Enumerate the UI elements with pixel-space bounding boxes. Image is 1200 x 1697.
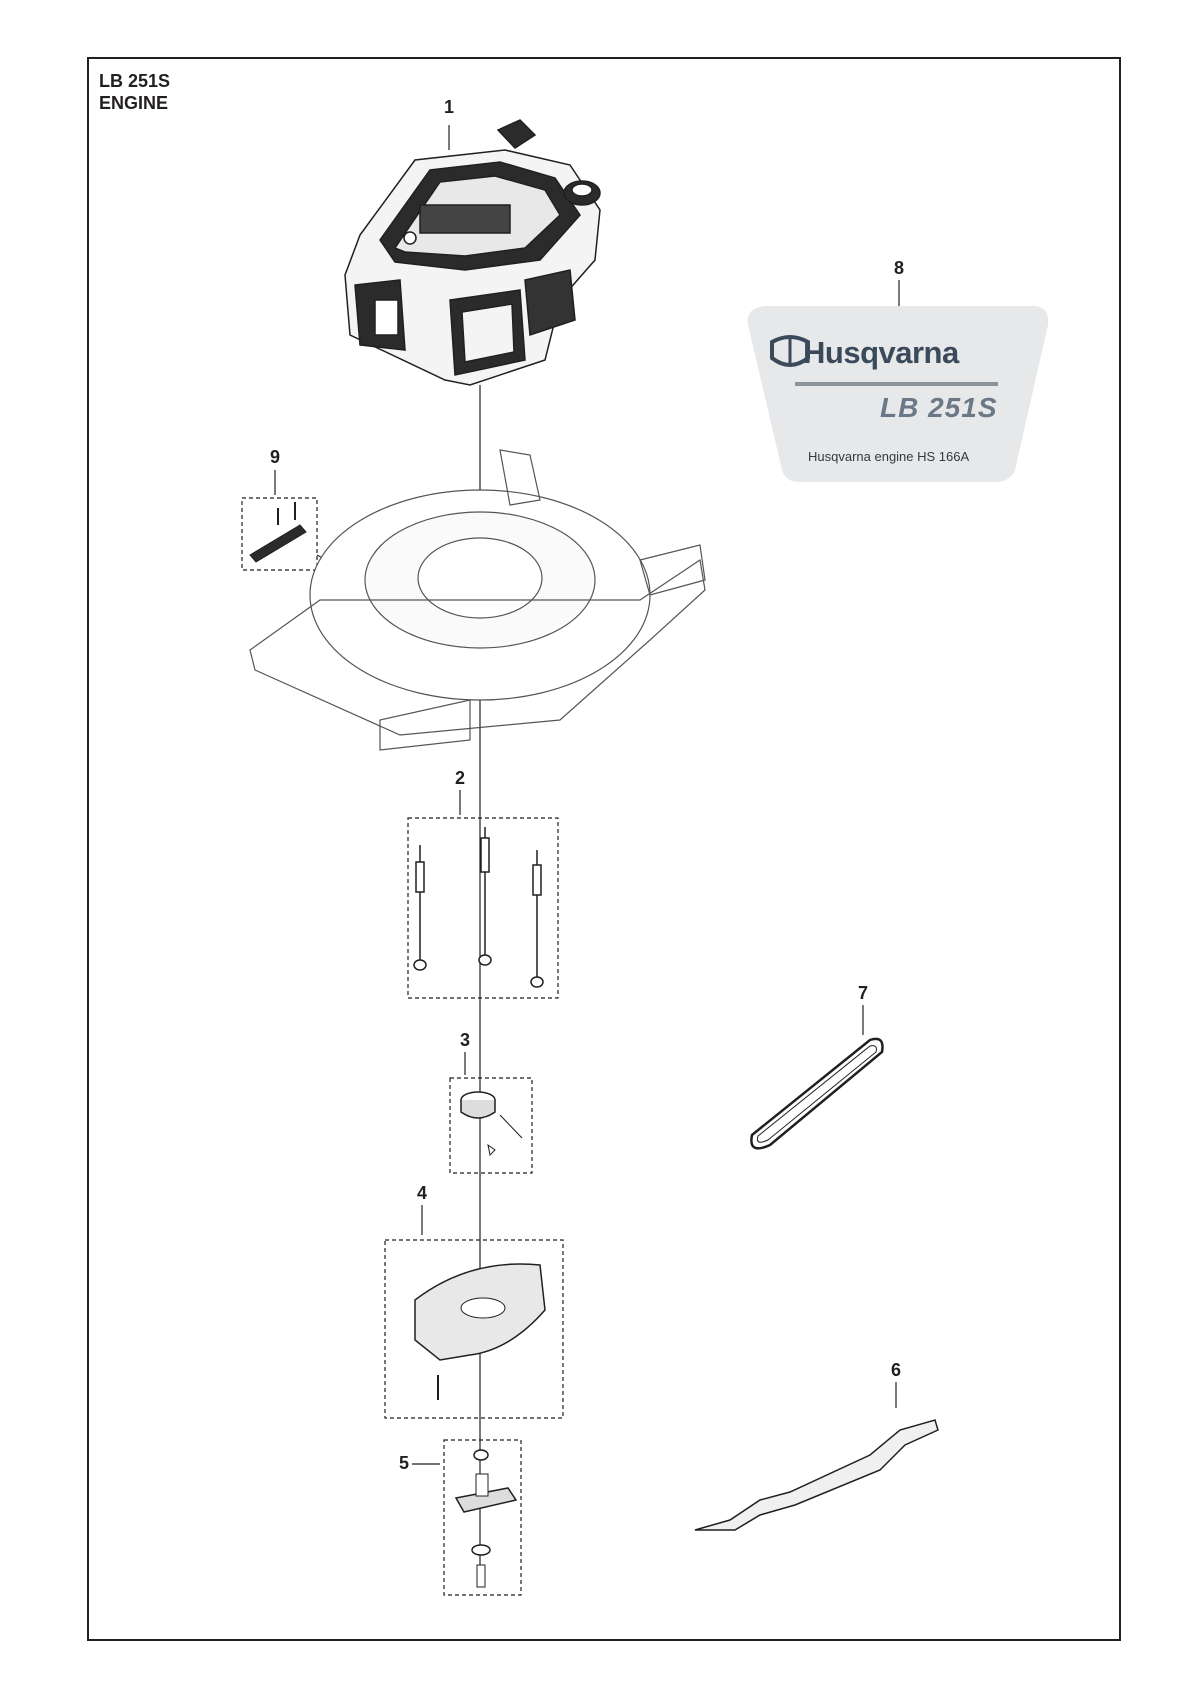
- key-line: [499, 1114, 523, 1139]
- part-4-group: [384, 1239, 564, 1419]
- callout-4: 4: [416, 1183, 427, 1203]
- bracket-part: [249, 524, 307, 563]
- section-title: ENGINE: [99, 93, 169, 113]
- pulley-body: [460, 1100, 496, 1119]
- callout-9: 9: [269, 447, 280, 467]
- bolt-thread-b: [480, 837, 490, 873]
- belt-part: [750, 1037, 884, 1150]
- washer-part-2: [471, 1544, 491, 1556]
- blade-part: [694, 1419, 939, 1531]
- bolt-nut-c: [530, 976, 544, 988]
- adapter-hub: [475, 1473, 489, 1497]
- mower-deck: [249, 449, 706, 751]
- decal-brand-text: Husqvarna: [803, 335, 959, 370]
- part-3-dashed-box: [449, 1077, 533, 1174]
- model-title: LB 251S: [99, 71, 171, 91]
- part-4-dashed-box: [384, 1239, 564, 1419]
- part-9-dashed-box: [241, 497, 318, 571]
- blade-cover-hole: [460, 1297, 506, 1319]
- part-2-group: [407, 817, 559, 999]
- drawing-frame: [87, 57, 1121, 1641]
- callout-7: 7: [857, 983, 868, 1003]
- bolt-nut-a: [413, 959, 427, 971]
- part-2-dashed-box: [407, 817, 559, 999]
- belt-inner: [757, 1045, 877, 1143]
- key-part: [487, 1143, 496, 1157]
- blade-bolt-part: [476, 1564, 486, 1588]
- adapter-part: [454, 1487, 518, 1513]
- callout-8: 8: [893, 258, 904, 278]
- decal-part: [747, 306, 1049, 482]
- callout-5: 5: [398, 1453, 409, 1473]
- callout-6: 6: [890, 1360, 901, 1380]
- callout-2: 2: [454, 768, 465, 788]
- callout-3: 3: [459, 1030, 470, 1050]
- husqvarna-crown-logo: [770, 335, 810, 367]
- washer-part: [473, 1449, 489, 1461]
- callout-1: 1: [443, 97, 454, 117]
- engine-part: [344, 119, 601, 386]
- part-5-dashed-box: [443, 1439, 522, 1596]
- bolt-thread-a: [415, 861, 425, 893]
- page-title: LB 251S ENGINE: [99, 70, 170, 114]
- bolt-thread-c: [532, 864, 542, 896]
- part-3-group: [449, 1077, 533, 1174]
- part-5-group: [443, 1439, 522, 1596]
- decal-model-text: LB 251S: [880, 392, 998, 423]
- decal-engine-text: Husqvarna engine HS 166A: [808, 449, 970, 464]
- bolt-nut-b: [478, 954, 492, 966]
